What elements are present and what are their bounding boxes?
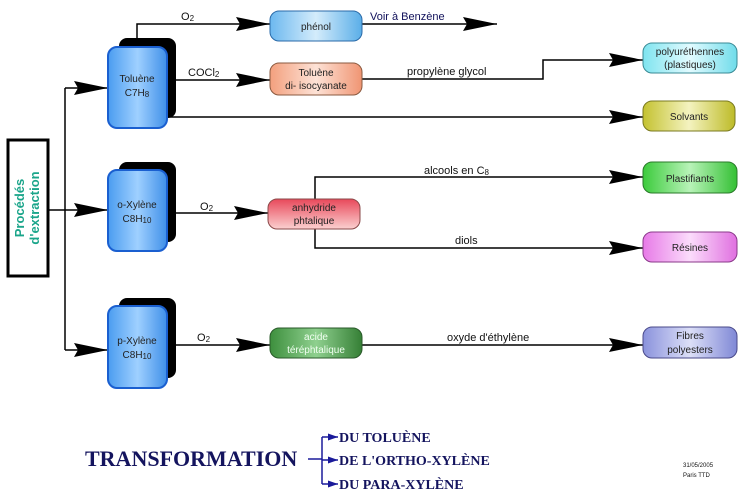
source-name: p-Xylène: [117, 336, 157, 347]
footer-item-ortho-xylene: DE L'ORTHO-XYLÈNE: [339, 452, 490, 469]
source-formula: C7H8: [125, 88, 150, 99]
node-label: téréphtalique: [287, 345, 345, 356]
product-plastifiants: Plastifiants: [642, 161, 738, 194]
footer-item-toluene: DU TOLUÈNE: [339, 429, 431, 446]
node-label: phtalique: [294, 216, 335, 227]
node-label: Fibres: [676, 331, 704, 342]
node-label: Plastifiants: [666, 174, 714, 185]
node-label: Solvants: [670, 112, 708, 123]
node-label: di- isocyanate: [285, 81, 347, 92]
node-label: Résines: [672, 243, 708, 254]
source-name: Toluène: [119, 74, 154, 85]
extraction-label-line2: d'extraction: [27, 171, 42, 244]
product-resines: Résines: [642, 231, 738, 263]
node-label: polyesters: [667, 345, 713, 356]
reagent-o2-pxylene: O2: [197, 332, 211, 344]
footer-title-block: TRANSFORMATION DU TOLUÈNE DE L'ORTHO-XYL…: [85, 429, 490, 493]
node-label: polyuréthennes: [656, 47, 724, 58]
source-toluene: Toluène C7H8: [107, 38, 176, 129]
footer-date: 31/05/2005: [683, 463, 714, 469]
node-label: acide: [304, 332, 328, 343]
oxylene-edges: [176, 170, 643, 255]
product-polyurethanes: polyuréthennes (plastiques): [642, 42, 738, 74]
source-formula: C8H10: [123, 350, 152, 361]
extraction-label-line1: Procédés: [12, 179, 27, 238]
node-label: (plastiques): [664, 60, 716, 71]
source-p-xylene: p-Xylène C8H10: [107, 298, 176, 389]
intermediate-anhydride-phtalique: anhydride phtalique: [267, 198, 361, 230]
edge-label-propylene-glycol: propylène glycol: [407, 66, 487, 78]
node-label: Toluène: [298, 68, 333, 79]
edge-label-alcools: alcools en C8: [424, 165, 490, 177]
edge-label-oxyde-ethylene: oxyde d'éthylène: [447, 332, 529, 344]
reagent-o2-toluene: O2: [181, 11, 195, 23]
edge-label-diols: diols: [455, 235, 478, 247]
source-o-xylene: o-Xylène C8H10: [107, 162, 176, 252]
node-label: phénol: [301, 22, 331, 33]
intermediate-phenol: phénol: [269, 10, 363, 42]
node-label: anhydride: [292, 203, 336, 214]
edge-label-voir-benzene: Voir à Benzène: [370, 11, 445, 23]
source-formula: C8H10: [123, 214, 152, 225]
extraction-connectors: [48, 81, 108, 357]
reagent-cocl2: COCl2: [188, 67, 220, 79]
reagent-o2-oxylene: O2: [200, 201, 214, 213]
extraction-process-box: Procédés d'extraction: [6, 138, 50, 278]
intermediate-acide-terephtalique: acide téréphtalique: [269, 327, 363, 359]
footer-author: Paris TTD: [683, 473, 711, 479]
footer-title: TRANSFORMATION: [85, 446, 297, 471]
toluene-edges: [136, 17, 643, 124]
product-solvants: Solvants: [642, 100, 736, 132]
footer-item-para-xylene: DU PARA-XYLÈNE: [339, 476, 464, 493]
product-fibres-polyesters: Fibres polyesters: [642, 326, 738, 359]
source-name: o-Xylène: [117, 200, 157, 211]
intermediate-toluene-diisocyanate: Toluène di- isocyanate: [269, 62, 363, 96]
